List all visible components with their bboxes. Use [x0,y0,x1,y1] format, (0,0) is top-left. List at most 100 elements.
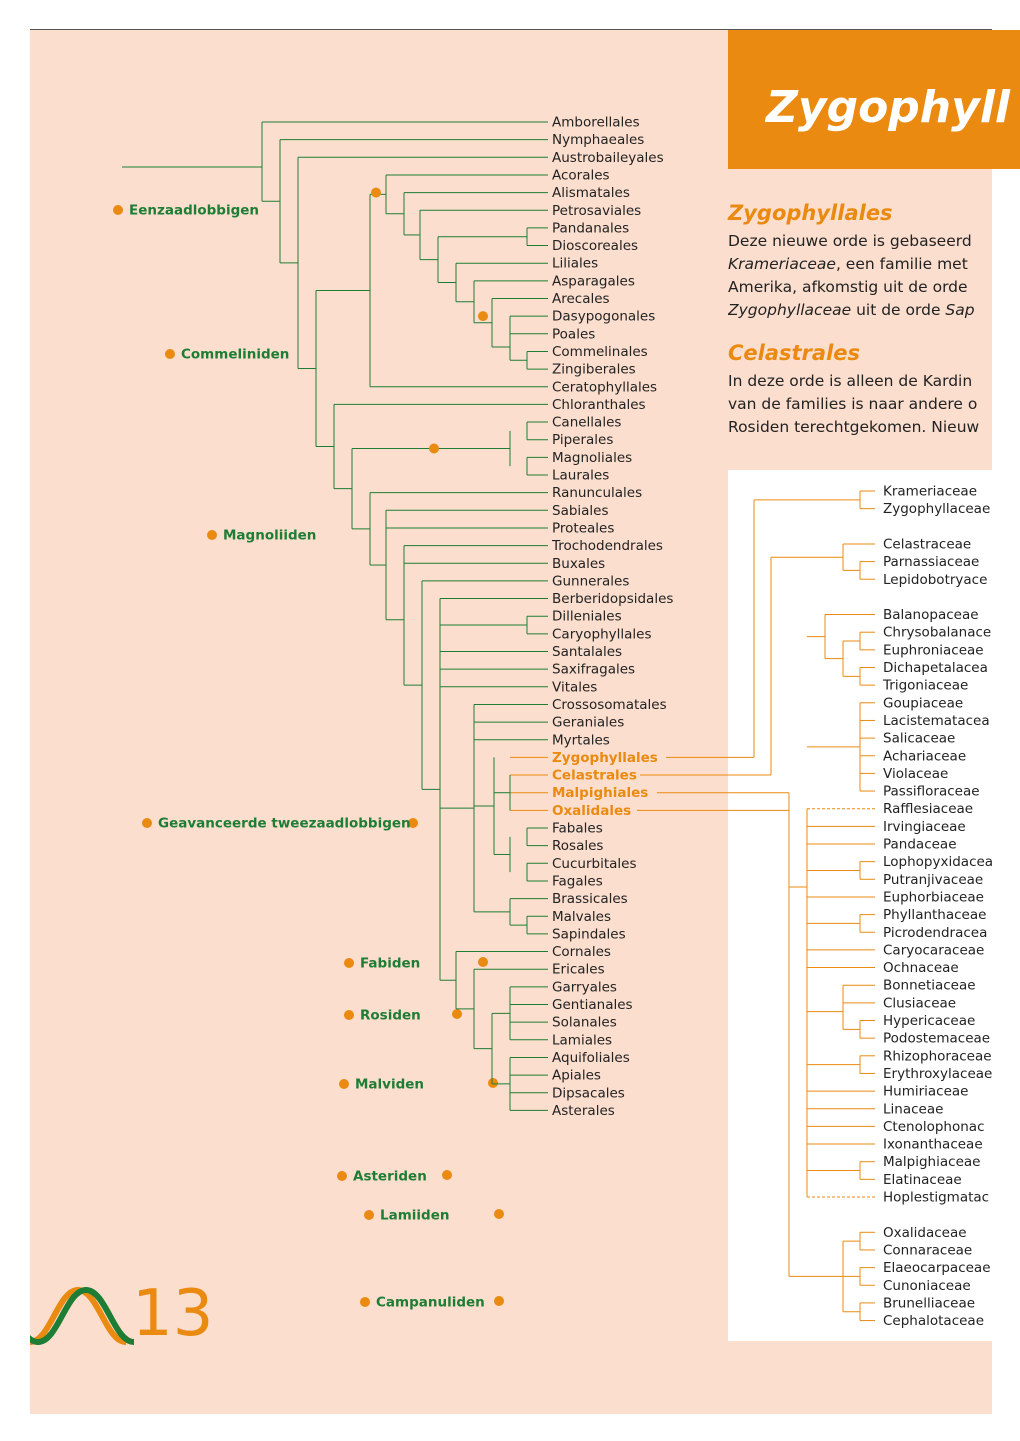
family-label: Rhizophoraceae [883,1048,992,1064]
clade-label: Geavanceerde tweezaadlobbigen [158,816,411,832]
order-label: Dasypogonales [552,309,655,325]
clade-label: Fabiden [360,956,420,972]
order-label: Brassicales [552,891,628,907]
order-label: Fabales [552,821,603,837]
order-label: Ceratophyllales [552,379,657,395]
order-label: Trochodendrales [551,538,663,554]
order-label: Garryales [552,979,617,995]
family-label: Linaceae [883,1101,943,1117]
family-label: Cunoniaceae [883,1278,971,1294]
order-label: Lamiales [552,1032,612,1048]
family-label: Humiriaceae [883,1084,969,1100]
section-text-segment: Amerika, afkomstig uit de orde [728,278,968,296]
clade-dot [371,187,381,198]
clade-label-dot [337,1171,347,1181]
order-label: Sapindales [552,926,626,942]
order-label: Arecales [552,291,610,307]
clade-label: Eenzaadlobbigen [129,203,259,219]
clade-label-dot [207,530,217,540]
family-label: Trigoniaceae [882,678,968,694]
clade-label-dot [113,205,123,215]
family-label: Cephalotaceae [883,1313,984,1329]
clade-label: Commeliniden [181,347,289,363]
family-label: Zygophyllaceae [883,501,990,517]
order-label: Asterales [552,1103,615,1119]
family-label: Picrodendracea [883,925,987,941]
order-label: Commelinales [552,344,648,360]
family-label: Dichapetalacea [883,660,988,676]
order-label: Malpighiales [552,785,648,801]
family-label: Brunelliaceae [883,1295,975,1311]
family-label: Irvingiaceae [883,819,966,835]
order-label: Cornales [552,944,611,960]
section-text-segment: Krameriaceae [728,255,836,273]
order-label: Zingiberales [552,362,636,378]
family-label: Chrysobalanace [883,625,991,641]
clade-dot [478,957,488,967]
order-label: Rosales [552,838,603,854]
family-label: Euphorbiaceae [883,889,984,905]
order-label: Saxifragales [552,662,635,678]
order-label: Celastrales [552,768,637,784]
family-label: Passifloraceae [883,784,980,800]
families-panel [728,470,992,1341]
banner-title: Zygophyll [766,82,1010,133]
clade-dot [452,1009,462,1019]
order-label: Vitales [552,679,597,695]
order-label: Dipsacales [552,1085,625,1101]
order-label: Laurales [552,468,609,484]
clade-label-dot [360,1297,370,1307]
section-text-segment: van de families is naar andere o [728,395,978,413]
family-label: Caryocaraceae [883,942,984,958]
order-label: Proteales [552,520,614,536]
order-label: Caryophyllales [552,626,651,642]
family-label: Lepidobotryace [883,572,987,588]
order-label: Geraniales [552,715,624,731]
clade-label-dot [364,1210,374,1220]
family-label: Goupiaceae [883,695,963,711]
order-label: Magnoliales [552,450,632,466]
section-text-segment: In deze orde is alleen de Kardin [728,372,973,390]
order-label: Dioscoreales [552,238,638,254]
family-label: Connaraceae [883,1242,972,1258]
section-text-line: Deze nieuwe orde is gebaseerd [728,232,992,250]
family-label: Violaceae [883,766,948,782]
page-number: 13 [132,1277,214,1351]
order-label: Canellales [552,415,621,431]
family-label: Parnassiaceae [883,554,979,570]
clade-label-dot [142,818,152,828]
order-label: Poales [552,326,595,342]
order-label: Fagales [552,873,603,889]
family-label: Achariaceae [883,748,966,764]
section-text-line: In deze orde is alleen de Kardin [728,372,992,390]
order-label: Gentianales [552,997,633,1013]
family-label: Phyllanthaceae [883,907,986,923]
section-text-segment: Sap [945,301,975,319]
section-text-line: Krameriaceae, een familie met [728,255,992,273]
order-label: Buxales [552,556,605,572]
order-label: Myrtales [552,732,610,748]
order-label: Amborellales [552,115,640,131]
family-label: Pandaceae [883,837,957,853]
family-label: Hypericaceae [883,1013,975,1029]
order-label: Liliales [552,256,598,272]
section-text-line: Amerika, afkomstig uit de orde [728,278,992,296]
clade-dot [488,1078,498,1088]
family-label: Ochnaceae [883,960,959,976]
section-text-segment: uit de orde [851,301,946,319]
clade-dot [429,443,439,454]
section-text-line: Zygophyllaceae uit de orde Sap [728,301,992,319]
order-label: Acorales [552,167,610,183]
clade-dot [478,311,488,322]
clade-label-dot [339,1079,349,1089]
family-label: Lacistematacea [883,713,990,729]
order-label: Dilleniales [552,609,622,625]
clade-label: Campanuliden [376,1295,485,1311]
clade-dot [408,818,418,828]
title-banner: Zygophyll [728,30,1020,169]
section-text-segment: Rosiden terechtgekomen. Nieuw [728,418,980,436]
order-label: Austrobaileyales [552,150,664,166]
family-label: Rafflesiaceae [883,801,973,817]
family-label: Podostemaceae [883,1031,990,1047]
clade-dot [442,1170,452,1180]
